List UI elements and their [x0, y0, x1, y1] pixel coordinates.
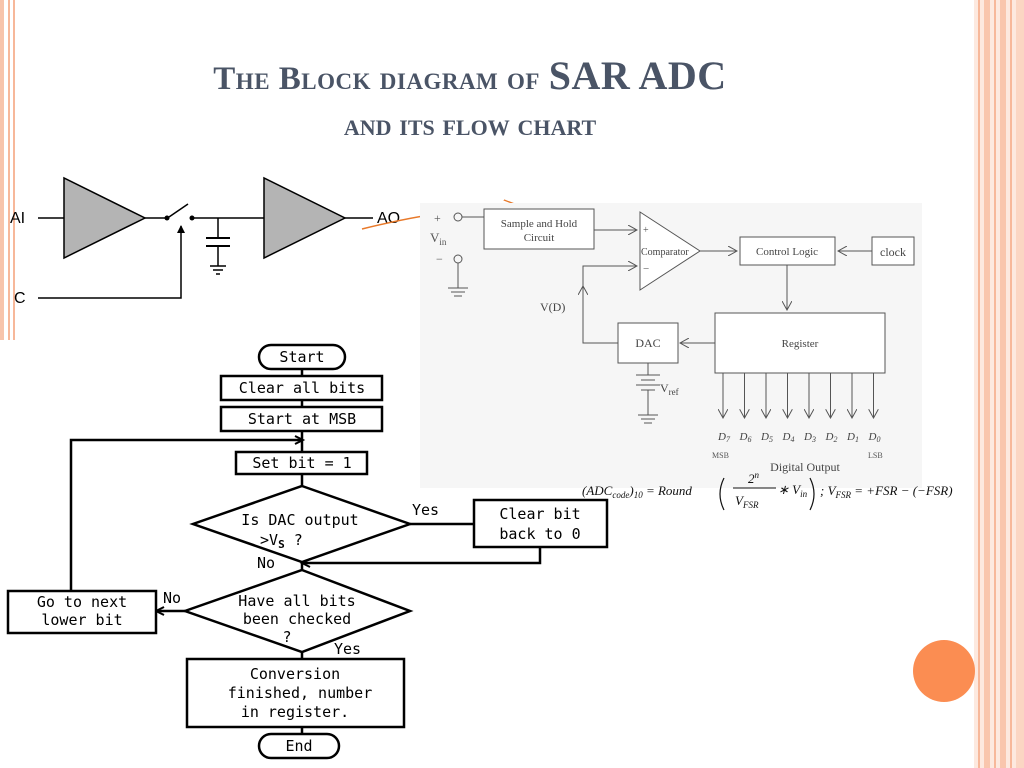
svg-text:(ADCcode)10 = Round: (ADCcode)10 = Round — [582, 483, 692, 500]
digital-output-label: Digital Output — [770, 460, 840, 474]
sample-hold-circuit: AI AO C — [10, 176, 400, 307]
lsb-label: LSB — [868, 451, 883, 460]
register-output-bits: D7 D6 D5 D4 D3 D2 D1 D0 — [717, 373, 880, 444]
next-lower-bit-box — [6, 589, 158, 635]
decorative-orange-circle — [913, 640, 975, 702]
bit-label: D6 — [739, 431, 752, 444]
bit-label: D0 — [868, 431, 881, 444]
svg-text:2n: 2n — [748, 470, 760, 486]
yes-label-1: Yes — [412, 501, 439, 519]
clock-label: clock — [880, 245, 906, 259]
no-label-1: No — [257, 554, 275, 572]
comparator-minus: − — [643, 263, 649, 275]
comparator-label: Comparator — [641, 247, 689, 258]
control-logic-block — [739, 236, 836, 266]
comparator-plus: + — [643, 225, 649, 236]
bit-label: D5 — [760, 431, 773, 444]
end-terminal — [257, 732, 341, 760]
dac-block — [617, 322, 679, 364]
title-part-a: The Block diagram of — [213, 61, 540, 97]
control-logic-label: Control Logic — [756, 246, 818, 258]
clear-all-bits-box — [219, 374, 384, 402]
start-msb-box — [219, 405, 384, 433]
sample-hold-block — [483, 208, 595, 250]
conversion-finished-box — [185, 657, 406, 729]
bit-label: D7 — [717, 431, 731, 444]
start-msb-label: Start at MSB — [248, 410, 356, 428]
sar-block-diagram: + Vin − Sample and Hold Circuit + − Comp… — [420, 203, 922, 488]
bit-label: D4 — [782, 431, 795, 444]
left-frame-stripes — [0, 0, 15, 340]
finish-line1: Conversion — [250, 665, 340, 683]
switch — [168, 203, 189, 218]
clear-bit-line2: back to 0 — [499, 525, 580, 543]
ao-label: AO — [377, 210, 400, 227]
vref-label: Vref — [660, 381, 679, 397]
buffer-amp-1 — [63, 176, 147, 260]
bit-label: D3 — [803, 431, 816, 444]
vin-label: Vin — [430, 230, 447, 247]
svg-text:; VFSR = +FSR − (−FSR): ; VFSR = +FSR − (−FSR) — [820, 483, 953, 500]
register-label: Register — [782, 338, 819, 350]
vin-plus: + — [434, 211, 441, 225]
vd-label: V(D) — [540, 300, 565, 314]
end-label: End — [285, 737, 312, 755]
no-label-2: No — [163, 589, 181, 607]
register-block — [714, 312, 886, 374]
vin-minus: − — [436, 252, 443, 266]
dac-label: DAC — [635, 336, 660, 350]
right-frame-stripes — [974, 0, 1024, 768]
next-line2: lower bit — [41, 611, 122, 629]
clear-bit-line1: Clear bit — [499, 505, 580, 523]
start-label: Start — [279, 348, 324, 366]
comparator-block — [639, 211, 701, 291]
sample-hold-line2: Circuit — [524, 232, 555, 244]
decision2-line3: ? — [282, 628, 291, 646]
clear-bit-box — [472, 498, 609, 549]
sar-flowchart: Start Clear all bits Start at MSB Set bi… — [6, 343, 609, 760]
adc-formula: (ADCcode)10 = Round 2n VFSR ∗ Vin ; VFSR… — [582, 470, 953, 511]
slide-title: The Block diagram of SAR ADC and its flo… — [60, 52, 880, 143]
msb-label: MSB — [712, 451, 729, 460]
bit-label: D1 — [846, 431, 859, 444]
next-line1: Go to next — [37, 593, 127, 611]
decision1-line1: Is DAC output — [241, 511, 358, 529]
decision2-line1: Have all bits — [238, 592, 355, 610]
title-line-2: and its flow chart — [343, 107, 597, 142]
yes-label-2: Yes — [334, 640, 361, 658]
sample-hold-line1: Sample and Hold — [501, 218, 578, 230]
ai-label: AI — [10, 210, 25, 227]
buffer-amp-2 — [263, 176, 347, 260]
c-label: C — [14, 290, 26, 307]
title-part-b: SAR ADC — [548, 53, 727, 98]
finish-line2: finished, number — [228, 684, 373, 702]
finish-line3: in register. — [241, 703, 349, 721]
clock-block — [871, 236, 915, 266]
clear-all-bits-label: Clear all bits — [239, 379, 365, 397]
decision2-line2: been checked — [243, 610, 351, 628]
svg-text:VFSR: VFSR — [735, 493, 759, 510]
set-bit-label: Set bit = 1 — [252, 454, 351, 472]
decision1-line2: >VS ? — [260, 531, 303, 551]
bit-label: D2 — [825, 431, 838, 444]
